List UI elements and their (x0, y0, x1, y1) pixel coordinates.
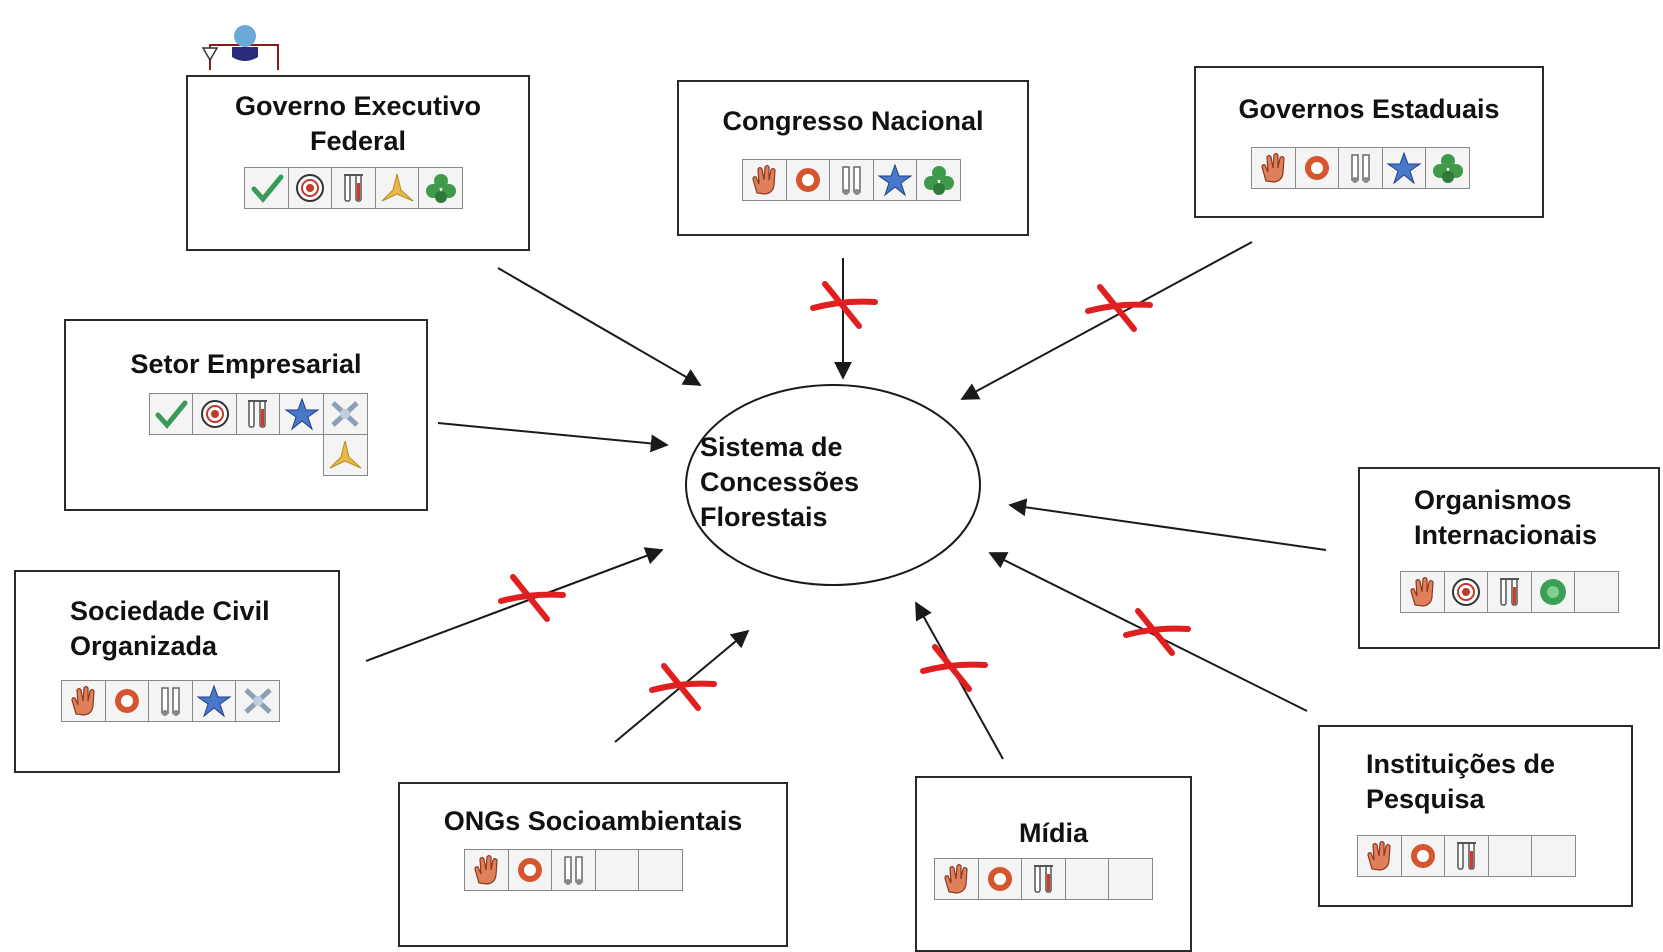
actor-icons (1251, 147, 1501, 189)
actor-box-sociedade-civil: Sociedade Civil Organizada (14, 570, 340, 773)
ring-icon (785, 159, 831, 201)
thermometer-icon (331, 167, 376, 209)
thermometer-icon (1487, 571, 1532, 613)
arrow-sociedade-civil (365, 547, 664, 662)
arrow-gov-estaduais (960, 241, 1253, 400)
star-blue-icon (279, 393, 324, 435)
center-ellipse (685, 384, 981, 586)
actor-icons (61, 680, 311, 722)
hand-icon (742, 159, 787, 201)
actor-title: Organismos Internacionais (1414, 485, 1598, 550)
arrow-setor-empresarial (437, 422, 669, 453)
actor-box-instituicoes: Instituições de Pesquisa (1318, 725, 1633, 907)
actor-box-setor-empresarial: Setor Empresarial (64, 319, 428, 511)
gauge-icon (148, 680, 193, 722)
gauge-icon (829, 159, 874, 201)
blocked-cross-midia (920, 644, 988, 692)
clover-green-icon (1425, 147, 1470, 189)
empty-icon-slot (1531, 835, 1576, 877)
empty-icon-slot (1487, 835, 1533, 877)
blocked-cross-congresso (810, 281, 878, 329)
actor-title: Congresso Nacional (722, 106, 984, 136)
actor-box-gov-federal: Governo Executivo Federal (186, 75, 530, 251)
hand-icon (61, 680, 106, 722)
star-blue-icon (1381, 147, 1427, 189)
gauge-icon (551, 849, 596, 891)
check-icon (148, 393, 194, 435)
target-icon (287, 167, 333, 209)
check-icon (244, 167, 289, 209)
actor-title: Sociedade Civil Organizada (70, 596, 270, 661)
hand-icon (934, 858, 979, 900)
actor-box-ongs: ONGs Socioambientais (398, 782, 788, 947)
actor-icons (742, 159, 992, 201)
target-icon (192, 393, 237, 435)
arrow-gov-federal (497, 267, 702, 386)
actor-title: Setor Empresarial (130, 349, 362, 379)
actor-icons (464, 849, 714, 891)
actor-title: Governo Executivo Federal (234, 91, 482, 156)
blocked-cross-sociedade-civil (498, 574, 566, 622)
self-loop-arrowhead (201, 47, 219, 62)
thermometer-icon (1444, 835, 1489, 877)
star-blue-icon (872, 159, 918, 201)
blocked-cross-ongs (649, 663, 717, 711)
flower-green-icon (1530, 571, 1576, 613)
actor-title: Instituições de Pesquisa (1366, 749, 1556, 814)
actor-title: Governos Estaduais (1238, 94, 1500, 124)
empty-icon-slot (594, 849, 640, 891)
tri-yellow-icon (374, 167, 420, 209)
actor-icons (244, 167, 494, 209)
actor-title: Mídia (1018, 818, 1088, 848)
thermometer-icon (235, 393, 281, 435)
cross-grey-icon (322, 393, 368, 435)
actor-box-congresso: Congresso Nacional (677, 80, 1029, 236)
arrow-organismos (1008, 498, 1327, 551)
actor-icons (1357, 835, 1607, 877)
gauge-icon (1338, 147, 1383, 189)
thermometer-icon (1021, 858, 1066, 900)
hand-icon (1400, 571, 1445, 613)
hand-icon (1251, 147, 1296, 189)
ring-icon (1400, 835, 1446, 877)
center-label: Sistema de Concessões Florestais (700, 432, 860, 532)
hand-icon (464, 849, 509, 891)
star-blue-icon (191, 680, 237, 722)
empty-icon-slot (1108, 858, 1153, 900)
blocked-cross-gov-estaduais (1085, 284, 1153, 332)
clover-green-icon (418, 167, 463, 209)
actor-icons (934, 858, 1184, 900)
ring-icon (1294, 147, 1340, 189)
clover-green-icon (916, 159, 961, 201)
actor-title: ONGs Socioambientais (443, 806, 743, 836)
ring-icon (104, 680, 150, 722)
actor-box-gov-estaduais: Governos Estaduais (1194, 66, 1544, 218)
empty-icon-slot (638, 849, 683, 891)
hand-icon (1357, 835, 1402, 877)
actor-icons (1400, 571, 1650, 613)
actor-box-midia: Mídia (915, 776, 1192, 952)
actor-icons (126, 393, 368, 476)
tri-yellow-icon (322, 433, 368, 476)
blocked-cross-instituicoes (1123, 608, 1191, 656)
target-icon (1443, 571, 1489, 613)
cross-grey-icon (235, 680, 280, 722)
empty-icon-slot (1574, 571, 1619, 613)
empty-icon-slot (1064, 858, 1110, 900)
ring-icon (507, 849, 553, 891)
ring-icon (977, 858, 1023, 900)
self-loop-person-icon (232, 25, 258, 61)
actor-box-organismos: Organismos Internacionais (1358, 467, 1660, 649)
